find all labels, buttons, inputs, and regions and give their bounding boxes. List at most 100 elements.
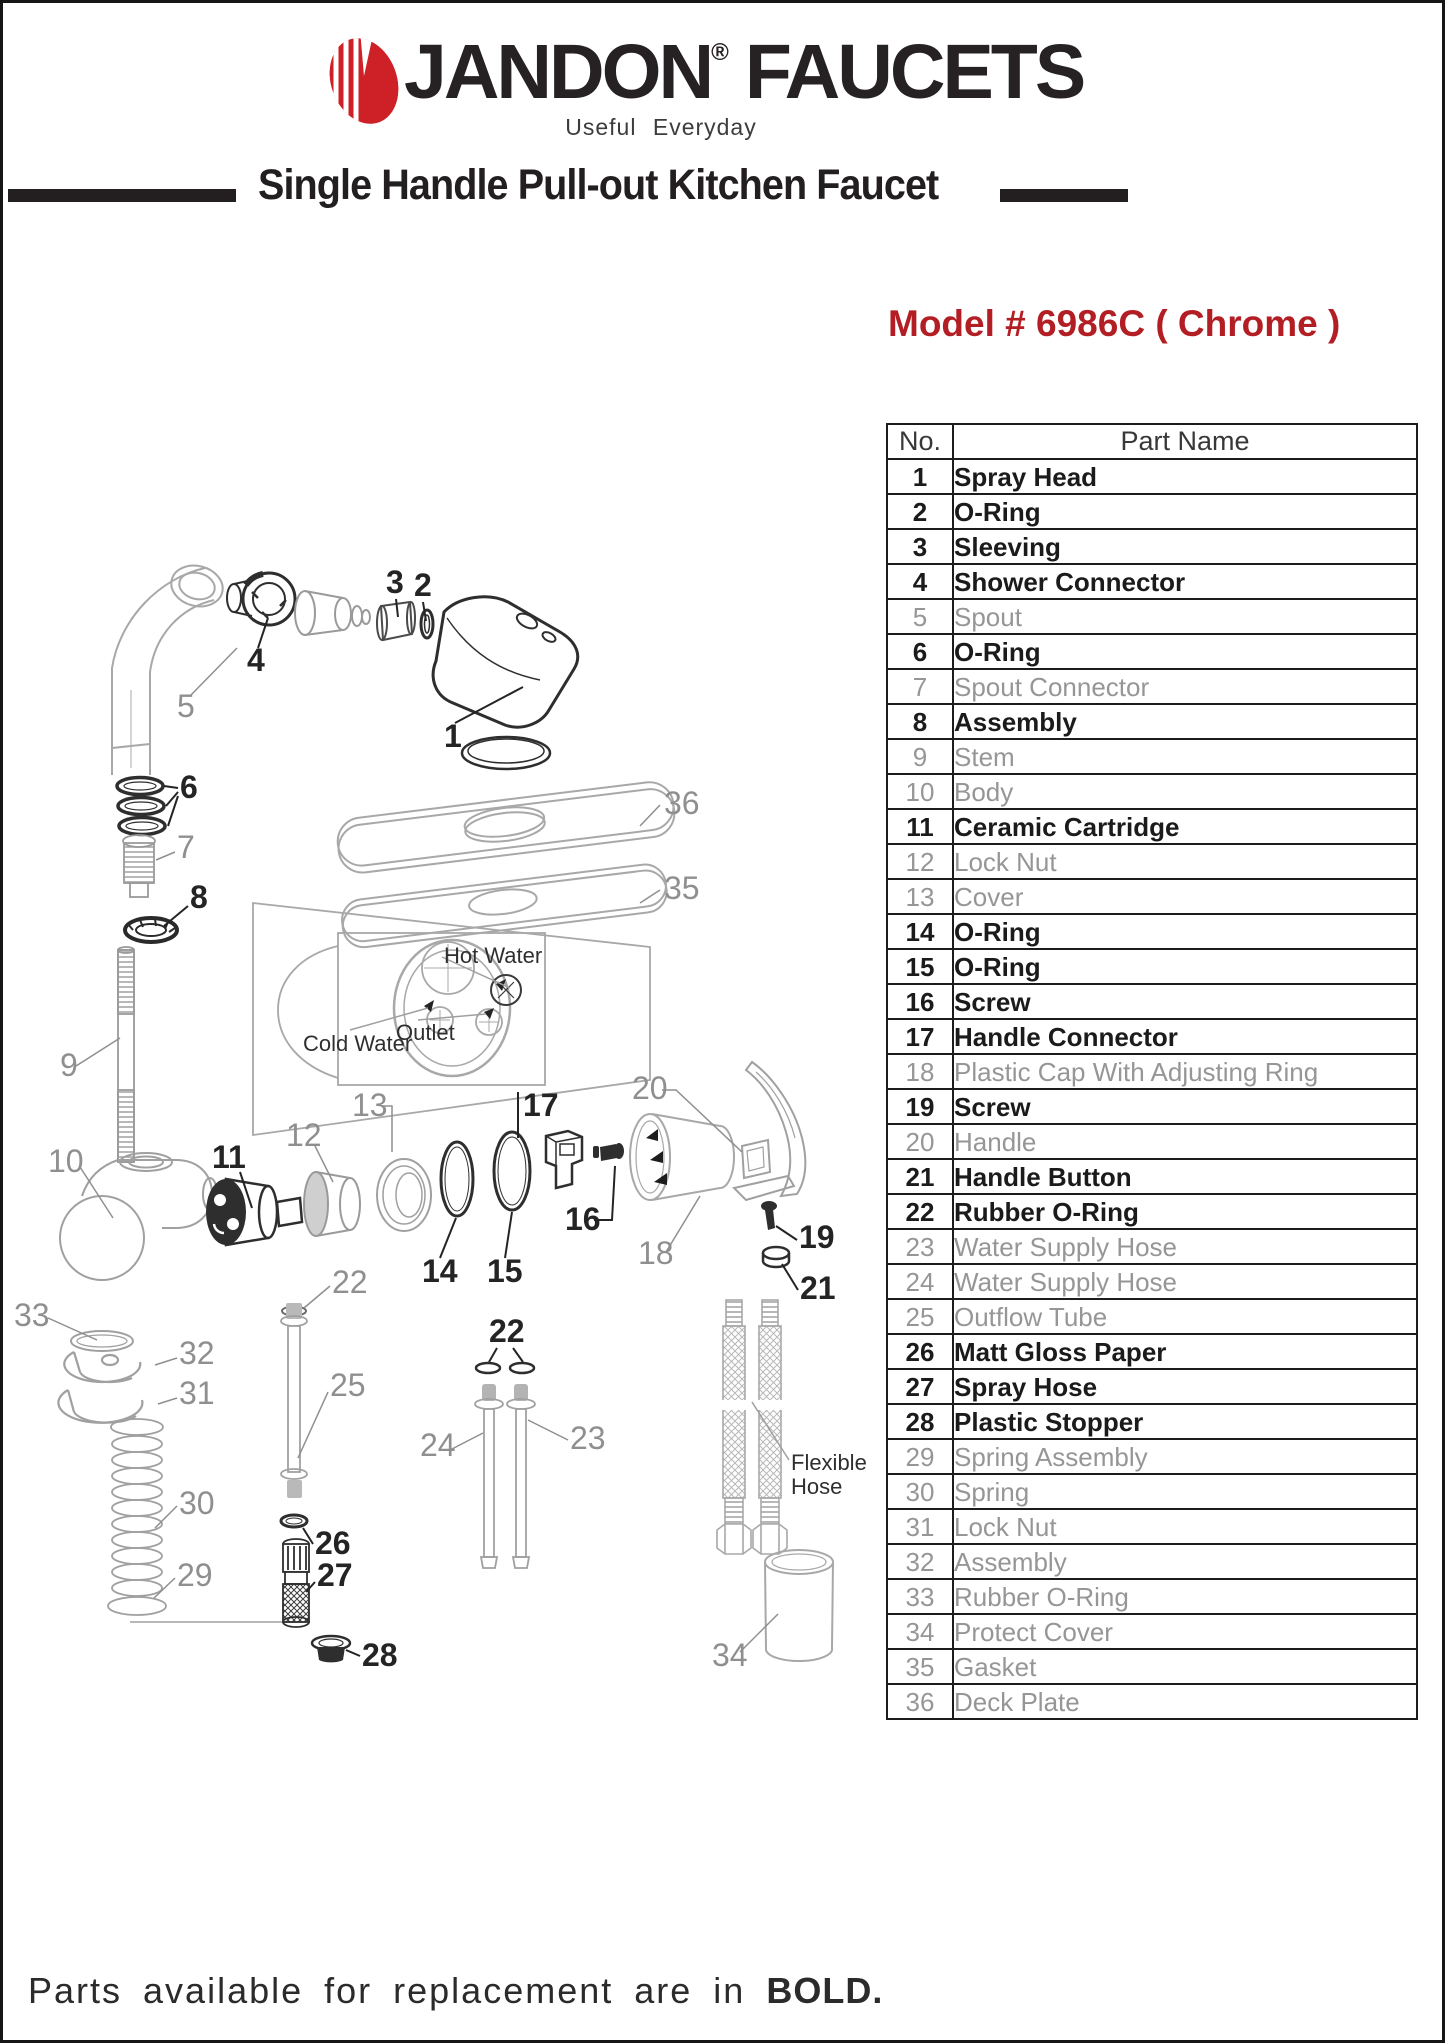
part-name: Spring [952, 1473, 1418, 1510]
part-oring-22-pair [474, 1361, 536, 1375]
part-spray-head [431, 595, 580, 771]
part-name: Deck Plate [952, 1683, 1418, 1720]
part-handle-connector [544, 1129, 584, 1190]
leader-line [163, 785, 179, 789]
leader-line [163, 905, 189, 927]
part-name: Screw [952, 983, 1418, 1020]
callout-number: 15 [487, 1253, 523, 1289]
part-no: 20 [886, 1123, 954, 1160]
part-name: Plastic Stopper [952, 1403, 1418, 1440]
annotation-text: Hose [791, 1474, 842, 1499]
part-no: 12 [886, 843, 954, 880]
callout-number: 9 [60, 1047, 78, 1083]
leader-line [441, 956, 511, 989]
part-name: Handle [952, 1123, 1418, 1160]
part-name: Spout Connector [952, 668, 1418, 705]
part-name: Shower Connector [952, 563, 1418, 600]
model-number: Model # 6986C ( Chrome ) [888, 303, 1341, 344]
leader-line [297, 1391, 329, 1459]
callout-number: 1 [444, 718, 462, 754]
part-spout-connector [122, 834, 156, 898]
part-flexible-hoses [716, 1299, 788, 1555]
part-screw-19 [761, 1201, 777, 1230]
leader-line [639, 889, 661, 904]
part-deck-plate [336, 781, 676, 874]
callout-number: 13 [352, 1087, 388, 1123]
part-name: Handle Button [952, 1158, 1418, 1195]
callout-number: 7 [177, 829, 195, 865]
part-no: 11 [886, 808, 954, 845]
leader-line [189, 647, 238, 697]
part-name: Rubber O-Ring [952, 1578, 1418, 1615]
callout-number: 2 [414, 567, 432, 603]
leader-line [488, 1347, 498, 1363]
part-no: 25 [886, 1298, 954, 1335]
part-oring-33 [70, 1330, 134, 1352]
part-no: 4 [886, 563, 954, 600]
part-no: 26 [886, 1333, 954, 1370]
title-rule-left [8, 189, 236, 202]
callout-number: 11 [212, 1139, 246, 1175]
part-outflow-tube [280, 1303, 308, 1498]
brand-name: JANDON [404, 29, 714, 115]
annotation-text: Flexible [791, 1450, 867, 1475]
part-assembly-8 [123, 916, 179, 944]
part-name: Spray Head [952, 458, 1418, 495]
part-no: 2 [886, 493, 954, 530]
leader-line [662, 1089, 743, 1153]
part-no: 5 [886, 598, 954, 635]
leader-line [157, 1397, 178, 1405]
part-sleeving [376, 600, 416, 642]
leader-line [751, 1401, 790, 1461]
part-name: Ceramic Cartridge [952, 808, 1418, 845]
part-name: Assembly [952, 703, 1418, 740]
callout-number: 19 [799, 1219, 835, 1255]
part-no: 28 [886, 1403, 954, 1440]
part-no: 23 [886, 1228, 954, 1265]
part-name: Matt Gloss Paper [952, 1333, 1418, 1370]
callout-number: 18 [638, 1235, 674, 1271]
part-plastic-cap [629, 1113, 735, 1201]
annotation-text: Outlet [396, 1020, 455, 1045]
callout-number: 22 [489, 1313, 525, 1349]
part-no: 22 [886, 1193, 954, 1230]
callout-number: 20 [632, 1070, 668, 1106]
leader-line [154, 1357, 178, 1366]
callout-number: 25 [330, 1367, 366, 1403]
part-oring-14 [439, 1140, 475, 1218]
leader-line [349, 1007, 429, 1031]
part-no: 21 [886, 1158, 954, 1195]
part-name: Water Supply Hose [952, 1263, 1418, 1300]
leader-line [303, 1285, 331, 1309]
page-title: Single Handle Pull-out Kitchen Faucet [258, 161, 939, 209]
part-name: Body [952, 773, 1418, 810]
callout-number: 31 [179, 1375, 215, 1411]
part-no: 16 [886, 983, 954, 1020]
brand-wordmark: JANDON®FAUCETS [404, 28, 1086, 117]
registered-mark: ® [711, 39, 729, 66]
leader-line [527, 1419, 569, 1441]
callout-number: 10 [48, 1143, 84, 1179]
footer-note: Parts available for replacement are in B… [28, 1970, 883, 2012]
part-spray-hose-connector [282, 1538, 310, 1628]
col-header-no: No. [886, 423, 954, 460]
part-no: 7 [886, 668, 954, 705]
callout-number: 12 [286, 1117, 322, 1153]
callout-number: 32 [179, 1335, 215, 1371]
footer-text: Parts available for replacement are in [28, 1970, 746, 2011]
annotation-text: Hot Water [444, 943, 542, 968]
